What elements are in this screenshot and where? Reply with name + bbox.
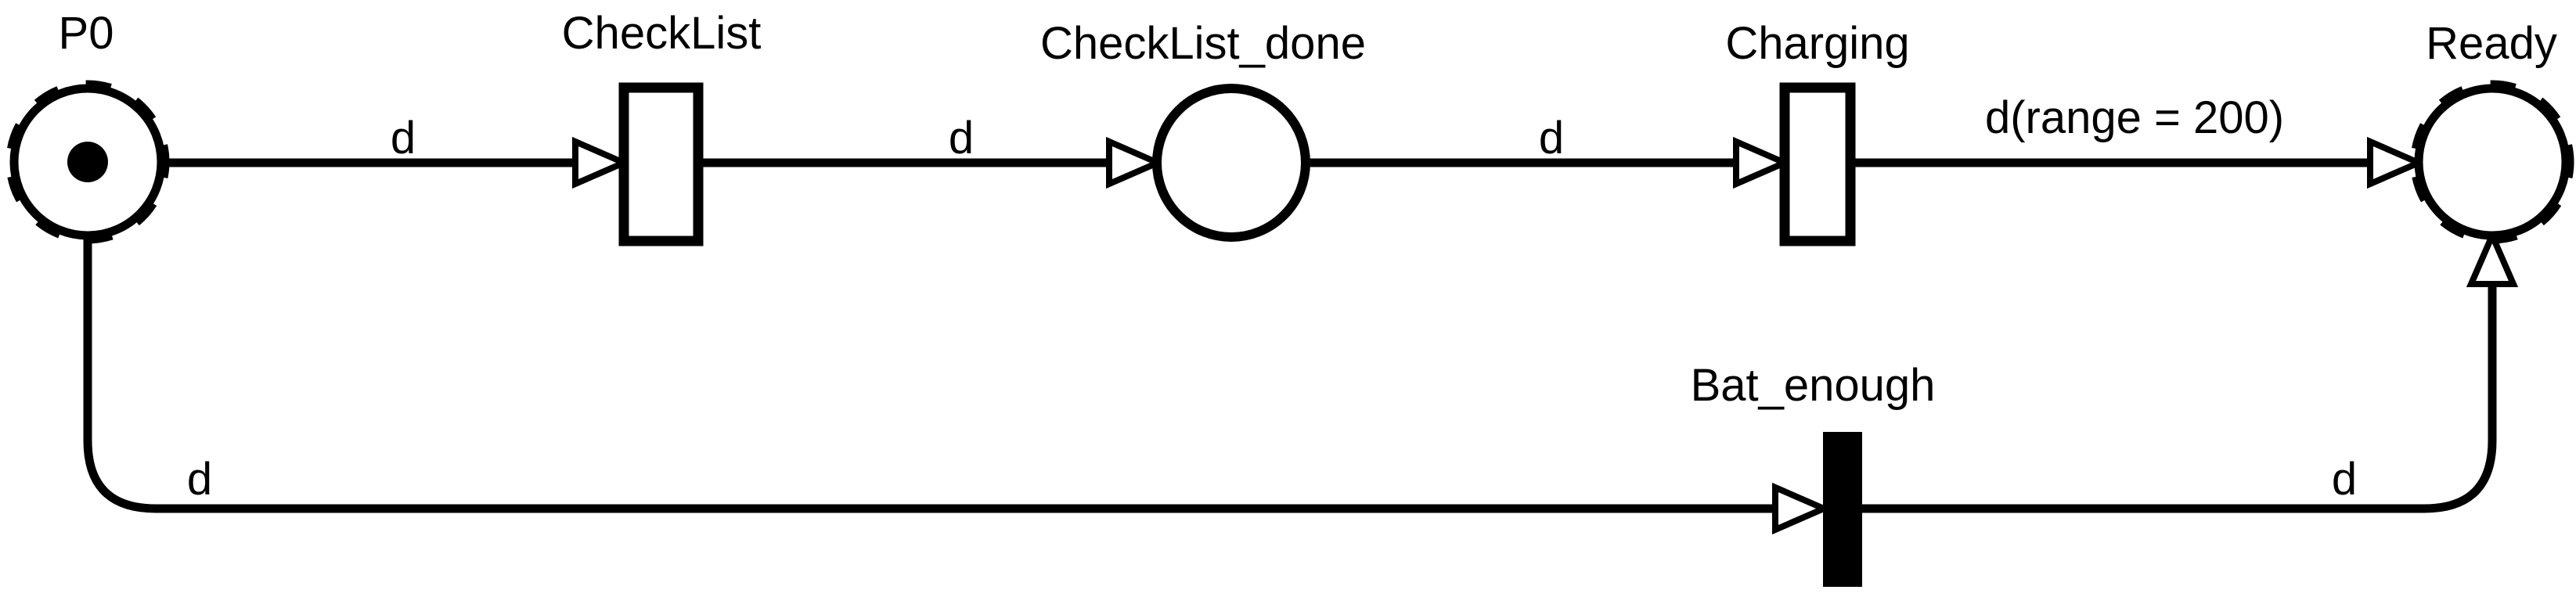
transition-label: CheckList [562, 8, 762, 59]
place-label: Ready [2426, 18, 2557, 69]
place-ready: Ready [2410, 18, 2574, 244]
place-dash-ring-icon [5, 80, 170, 244]
transition-charging: Charging [1725, 18, 1910, 246]
place-circle [1152, 84, 1310, 242]
place-label: P0 [59, 8, 114, 59]
arc-label: d(range = 200) [1985, 92, 2284, 143]
arc-p0-to-checklist: d [161, 113, 632, 189]
transition-rect-filled [1823, 432, 1862, 587]
arc-label: d [2332, 454, 2357, 505]
place-p0: P0 [5, 8, 170, 244]
place-label: CheckList_done [1040, 18, 1366, 69]
arc-charging-to-ready: d(range = 200) [1850, 92, 2427, 189]
arc-line [1861, 280, 2497, 513]
arc-label: d [949, 113, 974, 164]
transition-label: Charging [1725, 18, 1909, 69]
transition-rect [618, 82, 704, 246]
place-circle [2414, 84, 2571, 240]
arc-batenough-to-ready: d [1861, 227, 2519, 513]
transition-bat-enough: Bat_enough [1691, 360, 1936, 587]
arrowhead-right-icon [1772, 482, 1832, 535]
place-checklist-done: CheckList_done [1040, 18, 1366, 242]
arc-checklist-to-checklistdone: d [698, 113, 1166, 189]
arrowhead-right-icon [1733, 136, 1793, 189]
arrowhead-right-icon [572, 136, 632, 189]
arrowhead-up-icon [2466, 227, 2519, 287]
token-dot-icon [67, 142, 108, 182]
arc-label: d [1539, 113, 1564, 164]
transition-rect [1779, 82, 1856, 246]
arc-p0-to-batenough: d [83, 236, 1832, 535]
arrowhead-right-icon [2367, 136, 2427, 189]
transition-label: Bat_enough [1691, 360, 1936, 411]
arc-checklistdone-to-charging: d [1305, 113, 1793, 189]
arrowhead-right-icon [1106, 136, 1166, 189]
arc-label: d [187, 454, 212, 505]
arc-line [83, 236, 1779, 513]
place-dash-ring-icon [2410, 80, 2574, 244]
transition-checklist: CheckList [562, 8, 762, 246]
arc-label: d [391, 113, 416, 164]
